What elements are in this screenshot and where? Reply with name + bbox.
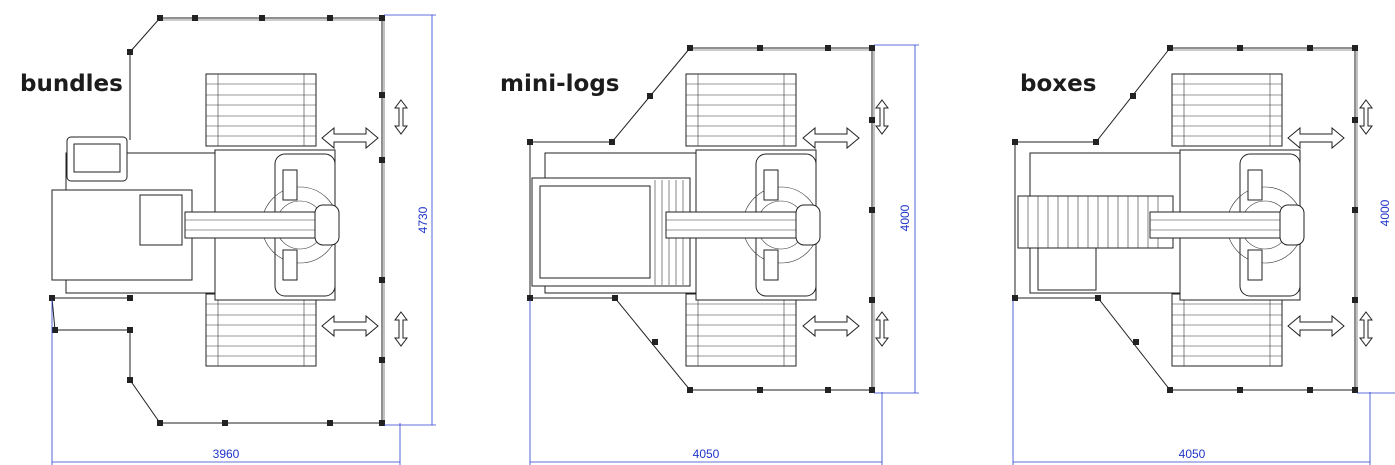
label-boxes: boxes	[1020, 71, 1096, 97]
height-dim-boxes: 4000	[1378, 199, 1392, 226]
width-dim-mini-logs: 4050	[693, 447, 720, 461]
width-dim-bundles: 3960	[213, 447, 240, 461]
height-dim-mini-logs: 4000	[898, 204, 912, 231]
height-dim-bundles: 4730	[416, 206, 430, 233]
label-mini-logs: mini-logs	[500, 71, 620, 97]
label-bundles: bundles	[20, 71, 123, 97]
layout-bundles	[49, 14, 436, 465]
layout-mini-logs	[527, 44, 919, 465]
layout-boxes	[1012, 45, 1395, 465]
width-dim-boxes: 4050	[1179, 447, 1206, 461]
